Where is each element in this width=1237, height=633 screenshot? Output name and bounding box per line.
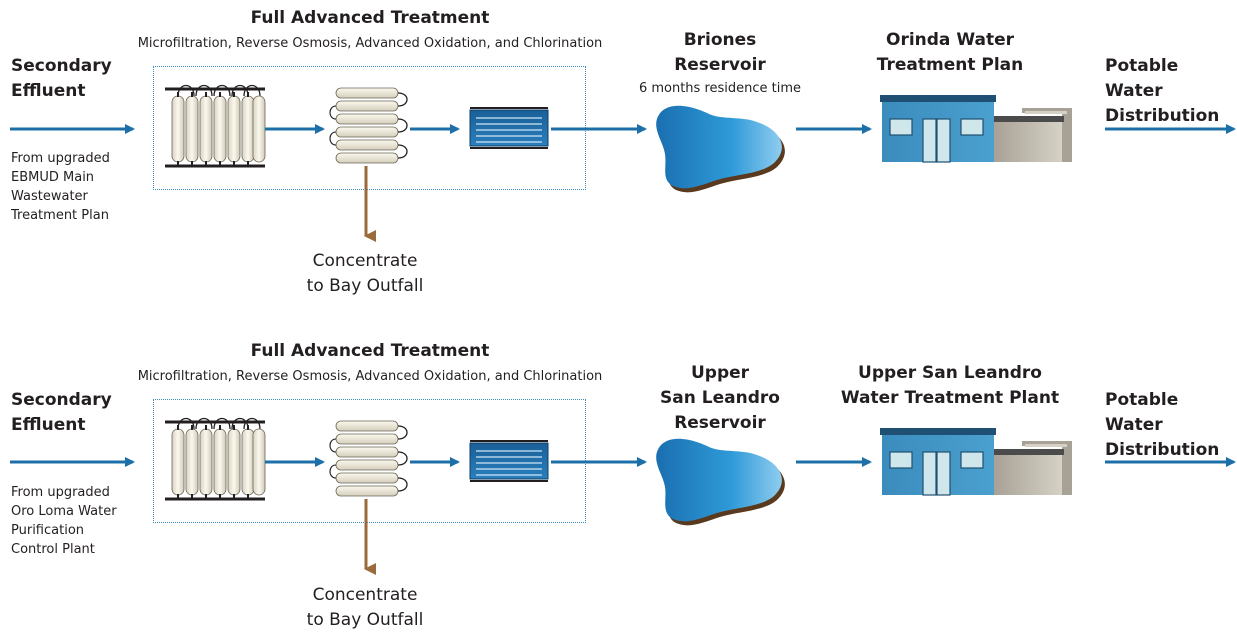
reservoir-title: Upper San Leandro Reservoir bbox=[660, 363, 780, 433]
membrane-module-icon bbox=[163, 417, 267, 501]
source-note: From upgraded EBMUD Main Wastewater Trea… bbox=[11, 151, 110, 223]
distribution-title: Potable Water Distribution bbox=[1105, 56, 1220, 126]
reservoir-icon bbox=[656, 438, 785, 526]
concentrate-label: Concentrate to Bay Outfall bbox=[306, 251, 424, 296]
ro-vessel-stack-icon bbox=[329, 87, 408, 164]
source-title: Secondary Effluent bbox=[11, 390, 112, 435]
uv-reactor-icon bbox=[469, 107, 549, 149]
membrane-module-icon bbox=[163, 84, 267, 168]
treatment-title: Full Advanced Treatment bbox=[250, 8, 490, 28]
plant-title: Upper San Leandro Water Treatment Plant bbox=[840, 363, 1060, 408]
treatment-plant-building-icon bbox=[879, 427, 1073, 496]
treatment-subtitle: Microfiltration, Reverse Osmosis, Advanc… bbox=[137, 369, 603, 384]
ro-vessel-stack-icon bbox=[329, 420, 408, 497]
source-title: Secondary Effluent bbox=[11, 56, 112, 101]
source-note: From upgraded Oro Loma Water Purificatio… bbox=[11, 485, 117, 557]
distribution-title: Potable Water Distribution bbox=[1105, 390, 1220, 460]
uv-reactor-icon bbox=[469, 440, 549, 482]
reservoir-icon bbox=[656, 105, 785, 193]
row-2-graphics bbox=[10, 417, 1236, 575]
treatment-subtitle: Microfiltration, Reverse Osmosis, Advanc… bbox=[137, 36, 603, 51]
plant-title: Orinda Water Treatment Plan bbox=[876, 30, 1024, 75]
row-1-graphics bbox=[10, 84, 1236, 242]
reservoir-note: 6 months residence time bbox=[638, 81, 802, 96]
concentrate-label: Concentrate to Bay Outfall bbox=[306, 585, 424, 630]
treatment-plant-building-icon bbox=[879, 94, 1073, 163]
treatment-title: Full Advanced Treatment bbox=[250, 341, 490, 361]
reservoir-title: Briones Reservoir bbox=[674, 30, 766, 75]
